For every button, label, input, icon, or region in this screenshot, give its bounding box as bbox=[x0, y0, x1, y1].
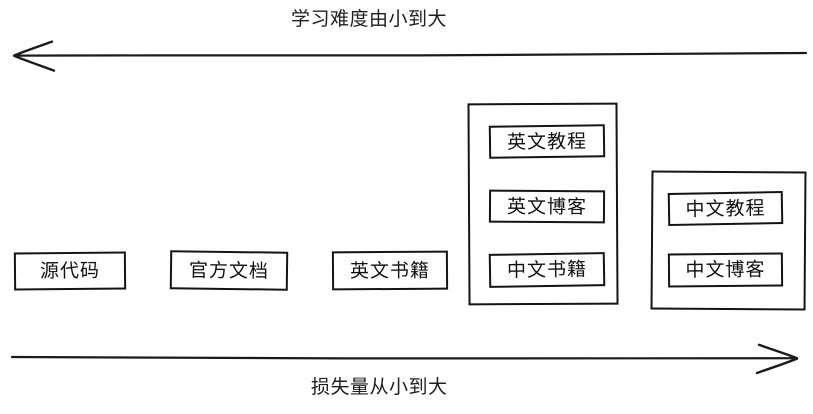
bottom-axis-label: 损失量从小到大 bbox=[311, 376, 448, 398]
top-axis-arrow bbox=[13, 40, 808, 72]
node-box-chinese-blog[interactable]: 中文博客 bbox=[667, 252, 784, 288]
node-label: 中文教程 bbox=[685, 196, 766, 221]
node-box-english-blog[interactable]: 英文博客 bbox=[488, 189, 606, 224]
node-label: 中文博客 bbox=[685, 258, 766, 282]
bottom-axis-arrow bbox=[10, 343, 799, 375]
node-label: 英文教程 bbox=[506, 129, 588, 154]
node-box-chinese-tutorial[interactable]: 中文教程 bbox=[667, 190, 784, 227]
node-box-english-books[interactable]: 英文书籍 bbox=[331, 250, 449, 291]
node-box-chinese-books[interactable]: 中文书籍 bbox=[488, 252, 606, 288]
node-box-official-docs[interactable]: 官方文档 bbox=[169, 250, 289, 291]
node-label: 英文书籍 bbox=[349, 259, 431, 282]
node-label: 中文书籍 bbox=[506, 258, 588, 282]
node-box-english-tutorial[interactable]: 英文教程 bbox=[488, 124, 606, 159]
node-label: 源代码 bbox=[39, 259, 101, 283]
top-axis-label: 学习难度由小到大 bbox=[291, 8, 448, 30]
node-box-source-code[interactable]: 源代码 bbox=[13, 251, 127, 291]
node-label: 官方文档 bbox=[188, 259, 270, 282]
node-label: 英文博客 bbox=[506, 195, 588, 218]
